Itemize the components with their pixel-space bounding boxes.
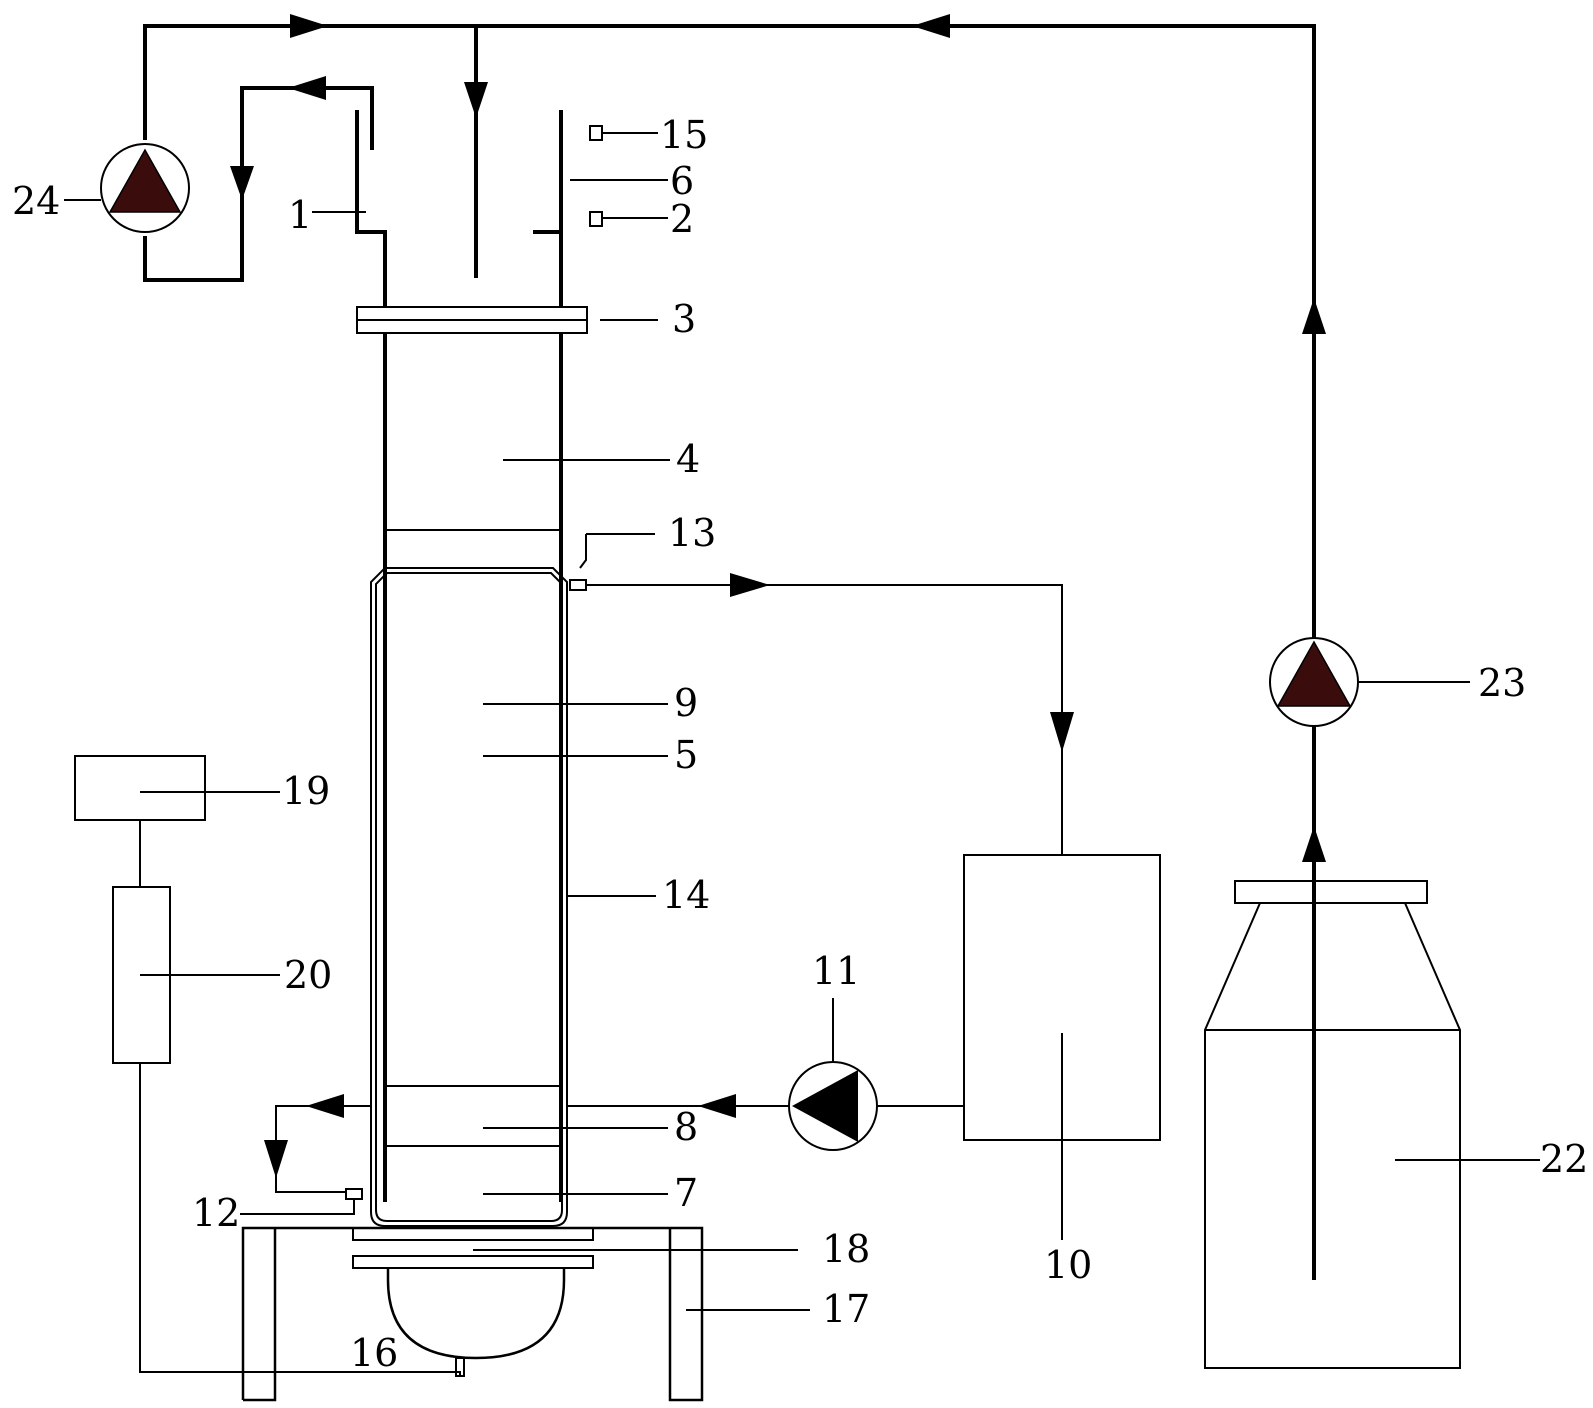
label-2: 2 (670, 197, 694, 241)
port-13 (569, 579, 587, 591)
label-9: 9 (674, 681, 698, 725)
component-labels: 15 6 2 24 1 3 4 13 9 5 19 14 20 11 23 8 … (12, 113, 1588, 1375)
port-12 (345, 1188, 363, 1200)
pump-24-loop (64, 76, 374, 282)
label-23: 23 (1478, 661, 1526, 705)
label-8: 8 (674, 1105, 698, 1149)
controller-19 (74, 755, 206, 821)
leader-lines (140, 132, 1540, 1373)
bottle-22-cap (1234, 880, 1428, 904)
label-6: 6 (670, 159, 694, 203)
bottom-bowl (386, 1268, 566, 1360)
flow-arrow-to-tank10-down (1050, 712, 1074, 752)
pump-23-triangle (1276, 640, 1352, 707)
label-3: 3 (672, 297, 696, 341)
label-24: 24 (12, 179, 60, 223)
stand-17 (241, 1226, 704, 1402)
label-5: 5 (674, 733, 698, 777)
label-20: 20 (284, 953, 332, 997)
label-7: 7 (674, 1171, 698, 1215)
label-19: 19 (282, 769, 330, 813)
reactor-column (240, 110, 603, 1227)
label-10: 10 (1044, 1243, 1092, 1287)
bottle-22-body (1204, 902, 1461, 1369)
flow-arrow-up-riser (1302, 298, 1326, 334)
label-11: 11 (812, 949, 860, 993)
label-22: 22 (1540, 1137, 1588, 1181)
flange-18-lower (352, 1255, 594, 1269)
label-16: 16 (350, 1331, 398, 1375)
pump-11-triangle (792, 1070, 858, 1142)
flange-18-upper (352, 1227, 594, 1241)
jacket-14 (370, 567, 568, 1227)
flow-arrow-up-bottle (1302, 826, 1326, 862)
label-15: 15 (660, 113, 708, 157)
flow-arrow-to-tank10-horizontal (730, 573, 770, 597)
port-2 (589, 211, 603, 227)
label-1: 1 (288, 193, 312, 237)
bottle-branch (1204, 637, 1461, 1369)
flow-arrow-down-feed (464, 82, 488, 118)
heating-loop (264, 573, 1161, 1240)
label-18: 18 (822, 1227, 870, 1271)
label-14: 14 (662, 873, 710, 917)
flow-arrow-left-outlet (306, 1094, 344, 1118)
flow-arrow-top-left (912, 14, 950, 38)
flow-arrow-to-column (698, 1094, 736, 1118)
reactor-bottom (241, 1226, 704, 1402)
flow-arrow-pump24-outlet (288, 76, 326, 100)
controller-branch (74, 755, 461, 1376)
pump-24-triangle (108, 148, 182, 213)
label-13: 13 (668, 511, 716, 555)
flow-arrow-down-outlet (264, 1140, 288, 1178)
label-4: 4 (676, 437, 700, 481)
label-17: 17 (822, 1287, 870, 1331)
flow-arrow-pump24-return (230, 166, 254, 200)
label-12: 12 (192, 1191, 240, 1235)
port-15 (589, 125, 603, 141)
flow-arrow-top-right (290, 14, 328, 38)
